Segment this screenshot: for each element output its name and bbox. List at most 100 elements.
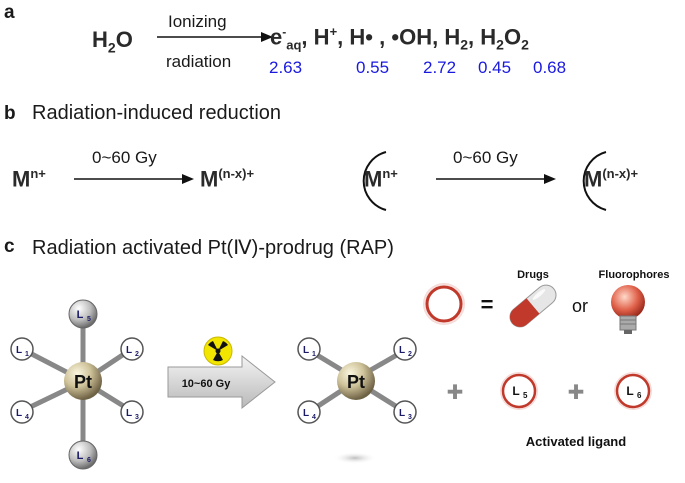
metal-ion-after-right: M(n-x)+ xyxy=(584,166,638,192)
pt-center-atom xyxy=(64,362,102,400)
ligand-6-ball xyxy=(68,440,98,470)
g-value-hdot: 0.55 xyxy=(356,58,390,77)
metal-ion-after-left: M(n-x)+ xyxy=(200,166,254,192)
plus-sign-2: ✚ xyxy=(568,382,585,404)
hdot: H• xyxy=(349,24,373,50)
dose-label-right: 0~60 Gy xyxy=(453,148,518,167)
released-ligand-6-letter: L xyxy=(626,384,633,398)
sep4: , xyxy=(468,24,475,50)
reduced-ligand-3-sub: 3 xyxy=(408,414,412,421)
reduced-ligand-1 xyxy=(297,337,321,361)
plus-sign-1: ✚ xyxy=(447,382,464,404)
fluorophores-label: Fluorophores xyxy=(599,270,670,281)
eaq-main: e xyxy=(270,24,283,50)
ligand-2-letter: L xyxy=(126,345,132,356)
metal-charge: n+ xyxy=(382,166,398,181)
reduced-ligand-2-sub: 2 xyxy=(408,351,412,358)
metal-ion-before-right: Mn+ xyxy=(364,166,398,192)
arrow-label-top: Ionizing xyxy=(168,12,227,31)
oh-radical: •OH, xyxy=(391,24,439,50)
ligand-4-ring xyxy=(10,400,34,424)
ligand-6-sub: 6 xyxy=(87,457,91,464)
panel-b-letter: b xyxy=(4,103,16,124)
reduction-arrow-left xyxy=(74,174,194,184)
metal-symbol: M xyxy=(364,166,383,192)
released-ligand-5: L 5 xyxy=(500,372,538,410)
g-value-eaq: 2.63 xyxy=(269,58,303,77)
reduced-ligand-4-sub: 4 xyxy=(312,414,316,421)
ligand-1-ring xyxy=(10,337,34,361)
shadow xyxy=(333,452,377,464)
reduction-arrow-right xyxy=(436,174,556,184)
metal-charge-reduced: (n-x)+ xyxy=(602,166,639,181)
reduced-ligand-1-letter: L xyxy=(303,345,309,356)
ligand-3-letter: L xyxy=(126,408,132,419)
pt-reduced-center xyxy=(337,362,375,400)
panel-c-letter: c xyxy=(4,236,15,257)
pt-label: Pt xyxy=(74,372,92,392)
rap-scheme: Pt L 5 L 6 L 1 L 2 L 3 L 4 10~60 Gy xyxy=(10,270,670,470)
ligand-2-sub: 2 xyxy=(135,351,139,358)
ligand-5-ball xyxy=(68,299,98,329)
ligand-6-letter: L xyxy=(77,450,84,462)
eaq-sub: aq xyxy=(286,37,302,53)
released-ligand-6: L 6 xyxy=(614,372,652,410)
or-label: or xyxy=(572,296,588,316)
ligand-5-sub: 5 xyxy=(87,316,91,323)
ligand-5-letter: L xyxy=(77,309,84,321)
legend-equals: = xyxy=(481,292,494,317)
h2o2-sub: 2 xyxy=(496,36,504,53)
process-arrow: 10~60 Gy xyxy=(167,354,276,410)
reactant-h: H xyxy=(92,27,108,52)
h2o2-sub2: 2 xyxy=(521,36,529,53)
reaction-arrow-a xyxy=(157,32,273,42)
metal-symbol: M xyxy=(200,166,219,192)
activated-ligand-label: Activated ligand xyxy=(526,434,626,449)
h2o2-main: H xyxy=(480,24,497,50)
released-ligand-6-sub: 6 xyxy=(637,391,642,400)
reactant-sub: 2 xyxy=(107,39,116,56)
panel-a-letter: a xyxy=(4,2,15,23)
reduced-ligand-2 xyxy=(393,337,417,361)
ligand-1-sub: 1 xyxy=(25,351,29,358)
capsule-icon xyxy=(509,284,557,328)
h2o2-o: O xyxy=(503,24,522,50)
metal-charge-reduced: (n-x)+ xyxy=(218,166,255,181)
released-ligand-5-letter: L xyxy=(512,384,519,398)
panel-b-title: Radiation-induced reduction xyxy=(32,102,282,124)
h2-sub: 2 xyxy=(460,36,469,53)
drugs-label: Drugs xyxy=(517,270,549,281)
g-value-h2: 0.45 xyxy=(478,58,512,77)
arrow-label-bottom: radiation xyxy=(166,52,232,71)
chelator-bracket-before xyxy=(362,151,387,211)
pt-reduced-label: Pt xyxy=(347,372,365,392)
sep3: , xyxy=(379,24,386,50)
g-value-h2o2: 0.68 xyxy=(533,58,567,77)
products-row: e-aq, H+, H• , •OH, H2, H2O2 xyxy=(270,24,529,53)
dose-label-left: 0~60 Gy xyxy=(92,148,157,167)
ligand-1-letter: L xyxy=(16,345,22,356)
hplus-sup: + xyxy=(329,24,338,39)
sep2: , xyxy=(337,24,344,50)
reactant-water: H2O xyxy=(92,27,133,55)
ligand-3-sub: 3 xyxy=(135,414,139,421)
lightbulb-icon xyxy=(611,285,645,334)
legend-ring xyxy=(423,283,465,325)
h2-main: H xyxy=(444,24,461,50)
reduced-ligand-4-letter: L xyxy=(303,408,309,419)
released-ligand-5-sub: 5 xyxy=(523,391,528,400)
ligand-4-sub: 4 xyxy=(25,414,29,421)
ligand-2-ring xyxy=(120,337,144,361)
radiation-hazard-icon xyxy=(203,336,233,366)
pt-prodrug-complex: Pt L 5 L 6 L 1 L 2 L 3 L 4 xyxy=(10,299,144,470)
sep1: , xyxy=(301,24,308,50)
chelator-bracket-after xyxy=(582,151,607,211)
eaq-sup: - xyxy=(282,25,287,39)
reduced-ligand-2-letter: L xyxy=(399,345,405,356)
g-value-oh: 2.72 xyxy=(423,58,457,77)
ligand-3-ring xyxy=(120,400,144,424)
reduced-ligand-3 xyxy=(393,400,417,424)
reduced-ligand-3-letter: L xyxy=(399,408,405,419)
metal-ion-before-left: Mn+ xyxy=(12,166,46,192)
metal-symbol: M xyxy=(584,166,603,192)
